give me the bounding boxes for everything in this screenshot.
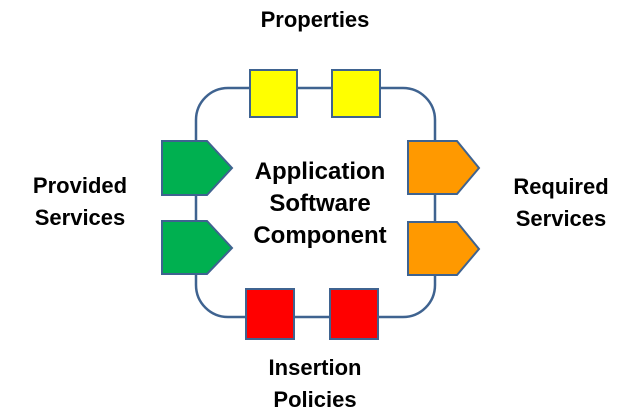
component-line-1: Application <box>254 158 386 185</box>
required-label-line-1: Required <box>513 174 609 199</box>
insertion-policies-label: Insertion Policies <box>215 352 415 414</box>
component-boundary <box>194 86 437 319</box>
provided-service-port-2 <box>161 220 234 275</box>
provided-services-label: Provided Services <box>0 170 160 234</box>
required-services-label: Required Services <box>482 171 637 235</box>
provided-label-line-2: Services <box>34 205 126 230</box>
required-label-line-2: Services <box>515 206 607 231</box>
property-port-2 <box>331 69 381 118</box>
insertion-policy-port-1 <box>245 288 295 340</box>
properties-label: Properties <box>260 7 370 32</box>
required-service-port-2 <box>407 221 481 276</box>
provided-service-port-1 <box>161 140 234 196</box>
insertion-policy-port-2 <box>329 288 379 340</box>
insertion-label-line-2: Policies <box>273 387 357 412</box>
provided-label-line-1: Provided <box>32 173 128 198</box>
component-title: Application Software Component <box>220 156 420 252</box>
component-line-3: Component <box>253 222 387 249</box>
property-port-1 <box>249 69 298 118</box>
insertion-label-line-1: Insertion <box>268 355 362 380</box>
component-line-2: Software <box>269 190 371 217</box>
required-service-port-1 <box>407 140 481 195</box>
